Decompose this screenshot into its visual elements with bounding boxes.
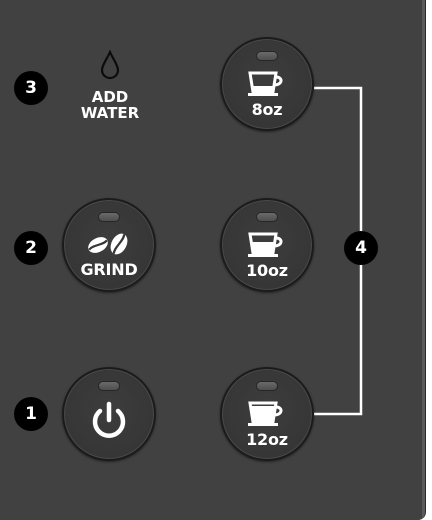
grind-button-label: GRIND [80,260,138,279]
cup-size-12oz-button[interactable]: 12oz [220,367,314,461]
add-water-indicator-label: ADD WATER [60,89,160,121]
grind-indicator-light [98,212,120,222]
cup-size-10oz-indicator-light [256,212,278,222]
power-indicator-light [98,381,120,391]
power-icon [92,401,126,438]
callout-badge-grind: 2 [14,231,48,265]
add-water-line-2: WATER [80,104,140,122]
power-button[interactable] [62,367,156,461]
grind-button[interactable]: GRIND [62,198,156,292]
callout-badge-cup-sizes: 4 [344,231,378,265]
cup-size-8oz-indicator-light [256,51,278,61]
cup-size-8oz-button[interactable]: 8oz [220,37,314,131]
cup-size-10oz-label: 10oz [246,261,288,280]
cup-size-12oz-indicator-light [256,381,278,391]
cup-size-12oz-label: 12oz [246,430,288,449]
cup-icon [248,401,283,426]
add-water-line-1: ADD [91,88,129,106]
cup-icon [248,232,283,257]
cup-size-10oz-button[interactable]: 10oz [220,198,314,292]
coffee-beans-icon [88,233,128,255]
cup-size-8oz-label: 8oz [251,100,283,119]
cup-icon [248,71,283,96]
callout-badge-add-water: 3 [14,71,48,105]
callout-badge-power: 1 [14,397,48,431]
water-drop-icon [100,50,120,80]
